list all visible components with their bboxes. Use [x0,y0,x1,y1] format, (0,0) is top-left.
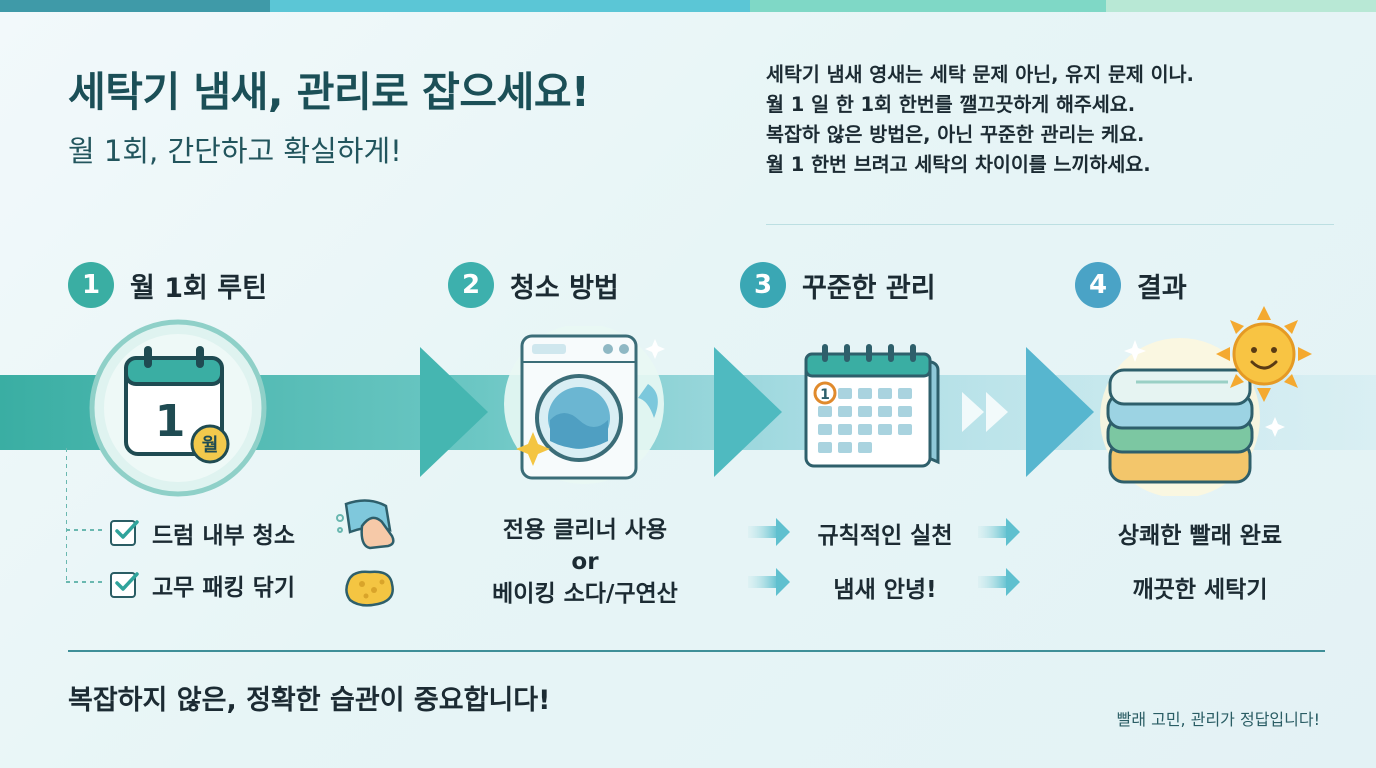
checklist-item-label: 고무 패킹 닦기 [152,575,295,601]
top-color-bar [0,0,1376,12]
step-4-line: 상쾌한 빨래 완료 [1117,523,1283,549]
step-3-arrows [748,518,1020,596]
checklist-item: 드럼 내부 청소 [110,516,295,550]
step-2-number: 2 [448,262,494,308]
step-4-number: 4 [1075,262,1121,308]
step-2-header: 2 청소 방법 [448,262,619,308]
small-arrow-icon [748,518,790,546]
calendar-icon: 1 월 [88,318,268,498]
step-2-label: 청소 방법 [510,272,619,304]
step-3-line: 냄새 안녕! [833,577,937,603]
step-4-header: 4 결과 [1075,262,1187,308]
step-2-line: or [571,549,599,575]
step-3-number: 3 [740,262,786,308]
checkbox-icon [110,572,139,598]
connector-lines [66,448,102,583]
checklist-item: 고무 패킹 닦기 [110,568,295,602]
footer-tagline: 빨래 고민, 관리가 정답입니다! [1116,710,1320,729]
intro-line: 월 1 일 한 1회 한번를 깰끄끗하게 해주세요. [766,93,1136,116]
small-arrow-icon [978,518,1020,546]
small-arrow-icon [978,568,1020,596]
cleaning-cloth-icon [332,496,400,552]
intro-line: 세탁기 냄새 영새는 세탁 문제 아닌, 유지 문제 이나. [766,63,1194,86]
intro-text: 세탁기 냄새 영새는 세탁 문제 아닌, 유지 문제 이나. 월 1 일 한 1… [766,60,1326,180]
intro-line: 월 1 한번 브려고 세탁의 차이이를 느끼하세요. [766,153,1151,176]
page-title: 세탁기 냄새, 관리로 잡으세요! [68,68,590,116]
checkbox-icon [110,520,139,546]
checklist-item-label: 드럼 내부 청소 [152,523,295,549]
divider [766,224,1334,225]
sun-icon [1216,306,1312,402]
small-arrow-icon [748,568,790,596]
washing-machine-icon [488,324,688,486]
flow-arrow [986,392,1008,432]
step-4-label: 결과 [1137,272,1187,304]
step-1-header: 1 월 1회 루틴 [68,262,267,308]
footer-divider [68,650,1325,652]
folded-laundry-icon [1096,300,1316,498]
step-3-label: 꾸준한 관리 [802,272,936,304]
step-2-line: 전용 클리너 사용 [502,517,668,543]
sponge-icon [342,566,398,610]
step-2-line: 베이킹 소다/구연산 [492,581,678,607]
step-4-line: 깨끗한 세탁기 [1132,577,1268,603]
step-3-header: 3 꾸준한 관리 [740,262,936,308]
footer-message: 복잡하지 않은, 정확한 습관이 중요합니다! [68,685,551,716]
page-subtitle: 월 1회, 간단하고 확실하게! [68,134,402,168]
flow-arrow [1026,347,1094,477]
calendar-marker: 1 [820,387,830,403]
step-2-description: 전용 클리너 사용 or 베이킹 소다/구연산 [470,514,700,610]
step-1-label: 월 1회 루틴 [130,272,267,304]
calendar-icon: 1 [792,332,952,482]
flow-arrow [420,347,488,477]
step-1-number: 1 [68,262,114,308]
calendar-badge: 월 [202,435,219,456]
flow-arrow [962,392,984,432]
calendar-day: 1 [155,396,186,447]
intro-line: 복잡하 않은 방법은, 아닌 꾸준한 관리는 케요. [766,123,1145,146]
flow-arrow [714,347,782,477]
step-3-line: 규칙적인 실천 [817,523,953,549]
